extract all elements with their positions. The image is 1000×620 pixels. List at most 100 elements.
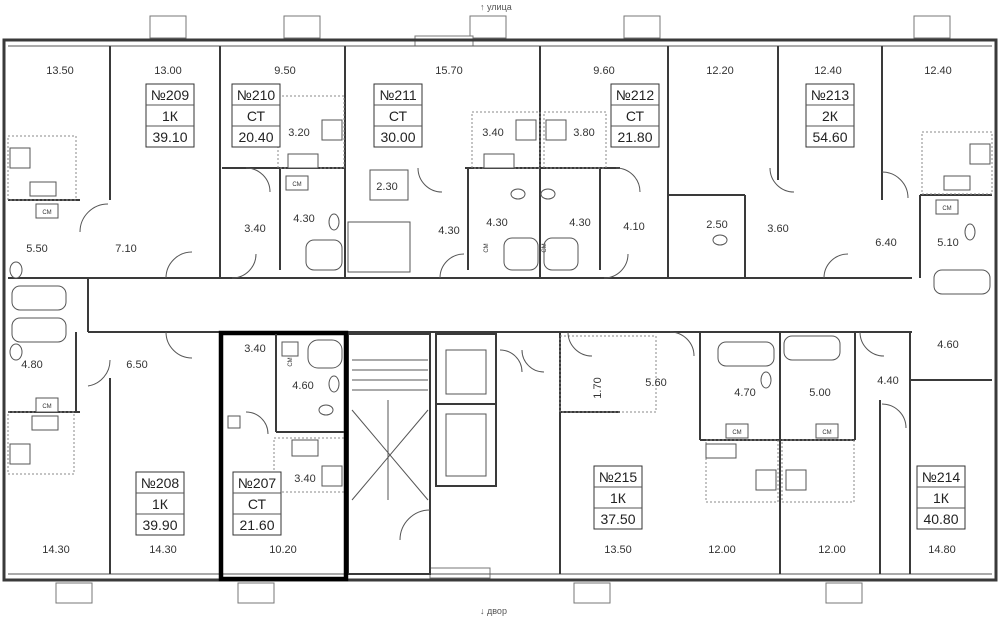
room-area: 6.40 — [875, 237, 896, 249]
apartment-type: 1К — [152, 496, 169, 512]
doors — [79, 167, 909, 435]
room-area: 9.60 — [593, 65, 614, 77]
room-area: 12.00 — [818, 544, 846, 556]
apartment-type: 1К — [610, 490, 627, 506]
apartment-number: №209 — [151, 87, 190, 103]
apartment-area: 39.10 — [152, 129, 187, 145]
room-area: 4.40 — [877, 375, 898, 387]
washer-label: СМ — [942, 206, 951, 212]
apartment-207-interior — [227, 334, 344, 487]
apartment-label-210[interactable]: №210 СТ 20.40 — [231, 83, 281, 148]
apartment-number: №215 — [599, 469, 638, 485]
room-area: 15.70 — [435, 65, 463, 77]
apartment-type: 2К — [822, 108, 839, 124]
apartment-207-highlight[interactable] — [218, 330, 349, 582]
apartment-label-212[interactable]: №212 СТ 21.80 — [610, 83, 660, 148]
room-area: 3.20 — [288, 127, 309, 139]
room-area: 3.60 — [767, 223, 788, 235]
top-balconies — [149, 15, 951, 47]
apartment-number: №211 — [379, 87, 417, 103]
top-partitions — [8, 46, 992, 279]
washer-label: СМ — [42, 210, 51, 216]
kitchen-fixtures — [9, 119, 991, 491]
room-area: 14.80 — [928, 544, 956, 556]
bathroom-fixtures — [9, 188, 991, 389]
apartment-area: 39.90 — [142, 517, 177, 533]
washer-label-rotated: СМ — [542, 243, 548, 252]
room-area: 12.00 — [708, 544, 736, 556]
room-area: 1.70 — [592, 377, 604, 398]
apartment-number: №213 — [811, 87, 850, 103]
room-area: 4.80 — [21, 359, 42, 371]
washer-label: СМ — [732, 430, 741, 436]
washer-label: СМ — [292, 182, 301, 188]
apartment-number: №214 — [922, 469, 961, 485]
room-area: 4.60 — [292, 380, 313, 392]
room-area: 5.50 — [26, 243, 47, 255]
room-area: 4.60 — [937, 339, 958, 351]
washer-label: СМ — [822, 430, 831, 436]
room-area: 4.30 — [438, 225, 459, 237]
apartment-area: 54.60 — [812, 129, 847, 145]
apartment-type: СТ — [626, 108, 645, 124]
corridor — [87, 277, 912, 333]
yard-label: ↓ двор — [480, 606, 507, 616]
room-area: 13.50 — [46, 65, 74, 77]
apartment-label-208[interactable]: №208 1К 39.90 — [135, 471, 185, 536]
apartment-type: 1К — [162, 108, 179, 124]
room-area: 3.40 — [482, 127, 503, 139]
outer-walls — [2, 38, 998, 582]
washer-label-rotated: СМ — [288, 357, 294, 366]
apartment-number: №212 — [616, 87, 655, 103]
room-area: 2.30 — [376, 181, 397, 193]
apartment-label-215[interactable]: №215 1К 37.50 — [593, 465, 643, 530]
room-area: 3.40 — [244, 223, 265, 235]
room-area: 3.40 — [294, 473, 315, 485]
apartment-area: 37.50 — [600, 511, 635, 527]
apartment-number: №207 — [238, 475, 277, 491]
stair-core — [347, 333, 497, 575]
apartment-type: СТ — [389, 108, 408, 124]
room-area: 13.00 — [154, 65, 182, 77]
room-area: 4.70 — [734, 387, 755, 399]
room-area: 14.30 — [149, 544, 177, 556]
room-area: 4.30 — [293, 213, 314, 225]
apartment-label-211[interactable]: №211 СТ 30.00 — [373, 83, 423, 148]
apartment-number: №208 — [141, 475, 180, 491]
room-area: 3.40 — [244, 343, 265, 355]
room-area: 12.40 — [924, 65, 952, 77]
room-areas: 13.50 13.00 9.50 15.70 9.60 12.20 12.40 … — [21, 65, 958, 556]
apartment-label-207[interactable]: №207 СТ 21.60 — [232, 471, 282, 536]
apartment-type: 1К — [933, 490, 950, 506]
apartment-area: 21.80 — [617, 129, 652, 145]
room-area: 12.20 — [706, 65, 734, 77]
room-area: 14.30 — [42, 544, 70, 556]
room-area: 5.00 — [809, 387, 830, 399]
street-label: ↑ улица — [480, 2, 512, 12]
apartment-label-209[interactable]: №209 1К 39.10 — [145, 83, 195, 148]
room-area: 3.80 — [573, 127, 594, 139]
washing-machines: СМ СМ СМ СМ СМ СМ СМ СМ СМ — [35, 175, 959, 439]
apartment-type: СТ — [247, 108, 266, 124]
washer-label-rotated: СМ — [484, 243, 490, 252]
room-area: 4.30 — [486, 217, 507, 229]
bottom-balconies — [55, 567, 863, 604]
room-area: 10.20 — [269, 544, 297, 556]
bottom-partitions — [7, 332, 992, 574]
apartment-label-214[interactable]: №214 1К 40.80 — [916, 465, 966, 530]
apartment-area: 40.80 — [923, 511, 958, 527]
apartment-area: 21.60 — [239, 517, 274, 533]
washer-label: СМ — [42, 404, 51, 410]
room-area: 5.60 — [645, 377, 666, 389]
room-area: 13.50 — [604, 544, 632, 556]
room-area: 4.10 — [623, 221, 644, 233]
apartment-area: 30.00 — [380, 129, 415, 145]
room-area: 6.50 — [126, 359, 147, 371]
apartment-area: 20.40 — [238, 129, 273, 145]
apartment-number: №210 — [237, 87, 276, 103]
room-area: 9.50 — [274, 65, 295, 77]
room-area: 12.40 — [814, 65, 842, 77]
apartment-label-213[interactable]: №213 2К 54.60 — [805, 83, 855, 148]
room-area: 5.10 — [937, 237, 958, 249]
